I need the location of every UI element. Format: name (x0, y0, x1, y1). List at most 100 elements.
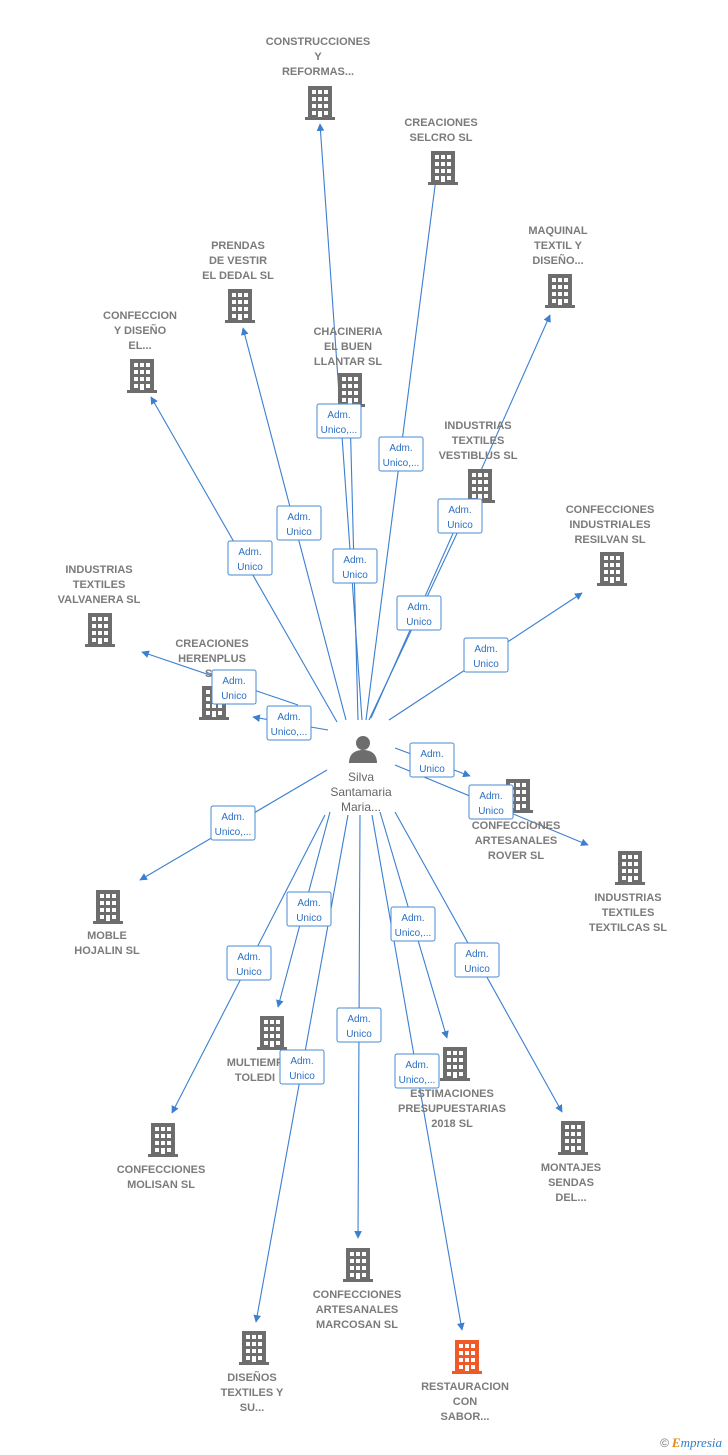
company-label-line: DISEÑO... (532, 254, 583, 267)
company-label-line: TEXTILCAS SL (589, 922, 668, 934)
building-icon (85, 613, 115, 647)
company-label-line: SENDAS (548, 1177, 594, 1189)
company-node-restauracion-con-sabor[interactable]: RESTAURACIONCONSABOR... (421, 1340, 509, 1423)
edge-label-creaciones-herenplus[interactable]: Adm.Unico,... (266, 705, 312, 741)
edge-label-industrias-textilcas[interactable]: Adm.Unico (468, 784, 514, 820)
company-node-maquinal-textil[interactable]: MAQUINAL TEXTIL Y DISEÑO... (528, 225, 588, 308)
edge-label-box (454, 942, 500, 978)
company-node-confecciones-resilvan[interactable]: CONFECCIONES INDUSTRIALES RESILVAN SL (566, 504, 655, 586)
building-icon (428, 151, 458, 185)
company-label-line: CON (453, 1396, 478, 1408)
edge-label-confecciones-marcosan[interactable]: Adm.Unico (336, 1007, 382, 1043)
building-icon (93, 890, 123, 924)
edge-label-box (390, 906, 436, 942)
brand-e: E (671, 1435, 681, 1450)
building-icon (305, 86, 335, 120)
building-icon (127, 359, 157, 393)
edge-label-text: Unico (296, 913, 322, 924)
building-icon (257, 1016, 287, 1050)
edge-label-restauracion-con-sabor[interactable]: Adm. Unico,... (394, 1053, 440, 1089)
building-icon (239, 1331, 269, 1365)
edge-label-maquinal-textil[interactable]: Adm.Unico (437, 498, 483, 534)
edge-label-text: Adm. (401, 913, 424, 924)
company-label-line: INDUSTRIALES (569, 519, 650, 531)
company-label-line: Y (314, 51, 322, 63)
edge-label-prendas-de-vestir[interactable]: Adm. Unico (276, 505, 322, 541)
person-icon (349, 736, 377, 763)
company-label-line: HOJALIN SL (74, 945, 140, 957)
edge-label-text: Unico,... (215, 827, 252, 838)
company-label-line: MULTIEMP (227, 1057, 284, 1069)
edge-label-box (276, 505, 322, 541)
company-label-line: TEXTILES (73, 579, 126, 591)
edge-label-text: Adm. (405, 1060, 428, 1071)
edge-label-creaciones-selcro[interactable]: Adm.Unico,... (378, 436, 424, 472)
edge-label-box (396, 595, 442, 631)
company-node-construcciones-reformas[interactable]: CONSTRUCCIONESYREFORMAS... (266, 36, 371, 120)
company-label-line: RESILVAN SL (574, 534, 645, 546)
edge-label-text: Unico,... (399, 1075, 436, 1086)
links-layer (139, 123, 589, 1331)
building-icon (148, 1123, 178, 1157)
company-label-line: TEXTIL Y (534, 240, 583, 252)
company-label-line: DEL... (555, 1192, 586, 1204)
company-label-line: CONFECCIONES (472, 820, 561, 832)
company-label-line: CONFECCIONES (313, 1289, 402, 1301)
edge-label-box (468, 784, 514, 820)
edge-label-confecciones-rover[interactable]: Adm.Unico (409, 742, 455, 778)
edge-label-text: Adm. (448, 505, 471, 516)
edge-label-industrias-vestiblus[interactable]: Adm.Unico (396, 595, 442, 631)
edge-label-confecciones-resilvan[interactable]: Adm.Unico (463, 637, 509, 673)
company-label-line: 2018 SL (431, 1118, 473, 1130)
edge-label-confecciones-molisan[interactable]: Adm. Unico (226, 945, 272, 981)
edge-label-confeccion-y-diseno[interactable]: Adm.Unico (227, 540, 273, 576)
edge-label-text: Unico (236, 967, 262, 978)
edge-label-multiemp-toledi[interactable]: Adm.Unico (286, 891, 332, 927)
edge-label-text: Unico (286, 527, 312, 538)
company-label-line: ROVER SL (488, 850, 545, 862)
company-label-line: REFORMAS... (282, 66, 354, 78)
company-label-line: TEXTILES (602, 907, 655, 919)
edge-label-box (210, 805, 256, 841)
edge-label-text: Unico (346, 1029, 372, 1040)
company-node-montajes-sendas[interactable]: MONTAJESSENDASDEL... (541, 1121, 601, 1204)
edge-label-chacineria-buen-llantar[interactable]: Adm.Unico (332, 548, 378, 584)
edge-label-text: Adm. (343, 555, 366, 566)
company-node-moble-hojalin[interactable]: MOBLE HOJALIN SL (74, 890, 140, 957)
edge-label-moble-hojalin[interactable]: Adm.Unico,... (210, 805, 256, 841)
edge-label-text: Adm. (389, 443, 412, 454)
company-label-line: MOLISAN SL (127, 1179, 195, 1191)
edge-label-text: Adm. (407, 602, 430, 613)
edge-label-construcciones-reformas[interactable]: Adm.Unico,... (316, 403, 362, 439)
edge-label-estimaciones-presupuestarias[interactable]: Adm.Unico,... (390, 906, 436, 942)
edge-label-text: Unico,... (271, 727, 308, 738)
person-name-line-1: Silva (348, 770, 374, 784)
company-label-line: MAQUINAL (528, 225, 588, 237)
edge-label-text: Unico (464, 964, 490, 975)
company-label-line: CONFECCION (103, 310, 177, 322)
edge-label-text: Adm. (474, 644, 497, 655)
edge-label-text: Adm. (287, 512, 310, 523)
edge-label-box (226, 945, 272, 981)
edge-label-montajes-sendas[interactable]: Adm.Unico (454, 942, 500, 978)
company-label-line: CONFECCIONES (566, 504, 655, 516)
edge-label-text: Adm. (237, 952, 260, 963)
edge-label-box (227, 540, 273, 576)
edge-label-industrias-valvanera[interactable]: Adm.Unico (211, 669, 257, 705)
edge-label-disenos-textiles[interactable]: Adm.Unico (279, 1049, 325, 1085)
company-label-line: MOBLE (87, 930, 127, 942)
person-node[interactable]: Silva Santamaria Maria... (330, 736, 392, 814)
